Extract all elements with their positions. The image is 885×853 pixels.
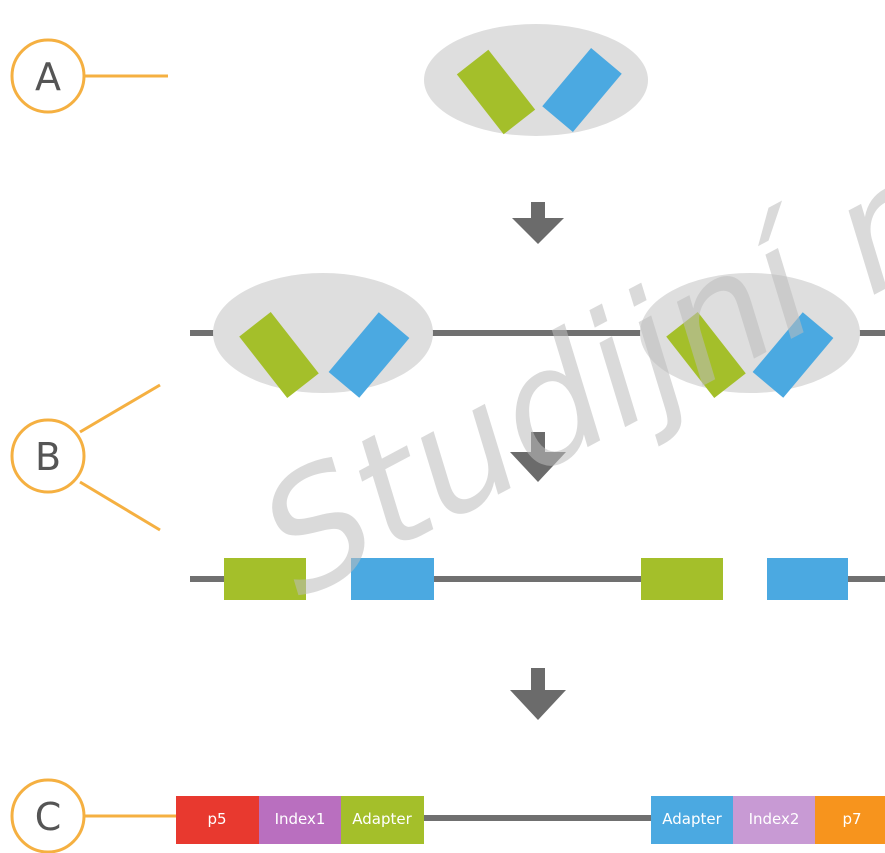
segment-p5-label: p5 [207,810,226,828]
segment-adapter-right-label: Adapter [662,810,722,828]
step-b-marker: B [10,383,161,532]
arrow-down-3 [510,668,566,720]
transposase-blue [752,312,834,398]
segment-index2 [733,796,815,844]
step-b-letter: B [35,435,61,479]
step-b-connector-upper [79,383,161,434]
step-a-marker: A [10,38,168,114]
transposase-green [456,49,536,135]
segment-adapter-left-label: Adapter [352,810,412,828]
step-c-marker: C [10,778,176,853]
step-c-letter: C [35,795,62,839]
step-b-circle [10,418,86,494]
arrow-down-2 [510,432,566,482]
segment-index2-label: Index2 [749,810,800,828]
segment-p7-label: p7 [842,810,861,828]
transposase-blue [542,48,622,132]
transposase-green [666,311,746,399]
segment-index1 [259,796,341,844]
adapter-blue-1 [351,558,434,600]
transposome-complex-b2 [640,273,860,399]
fragmented-dna [190,558,885,600]
segment-adapter-left [341,796,424,844]
segment-p7 [815,796,885,844]
dna-with-transposomes [190,273,885,399]
transposase-blue [328,312,410,398]
transposase-green [239,311,319,399]
adapter-blue-2 [767,558,848,600]
adapter-green-1 [224,558,306,600]
segment-adapter-right [651,796,733,844]
sequencing-library: p5 Index1 Adapter Adapter Index2 p7 [176,796,885,844]
segment-p5 [176,796,259,844]
segment-index1-label: Index1 [275,810,326,828]
step-b-connector-lower [79,480,161,532]
step-a-letter: A [35,55,61,99]
adapter-green-2 [641,558,723,600]
transposome-complex-b1 [213,273,433,399]
transposome-complex-a [424,24,648,136]
arrow-down-1 [512,202,564,244]
